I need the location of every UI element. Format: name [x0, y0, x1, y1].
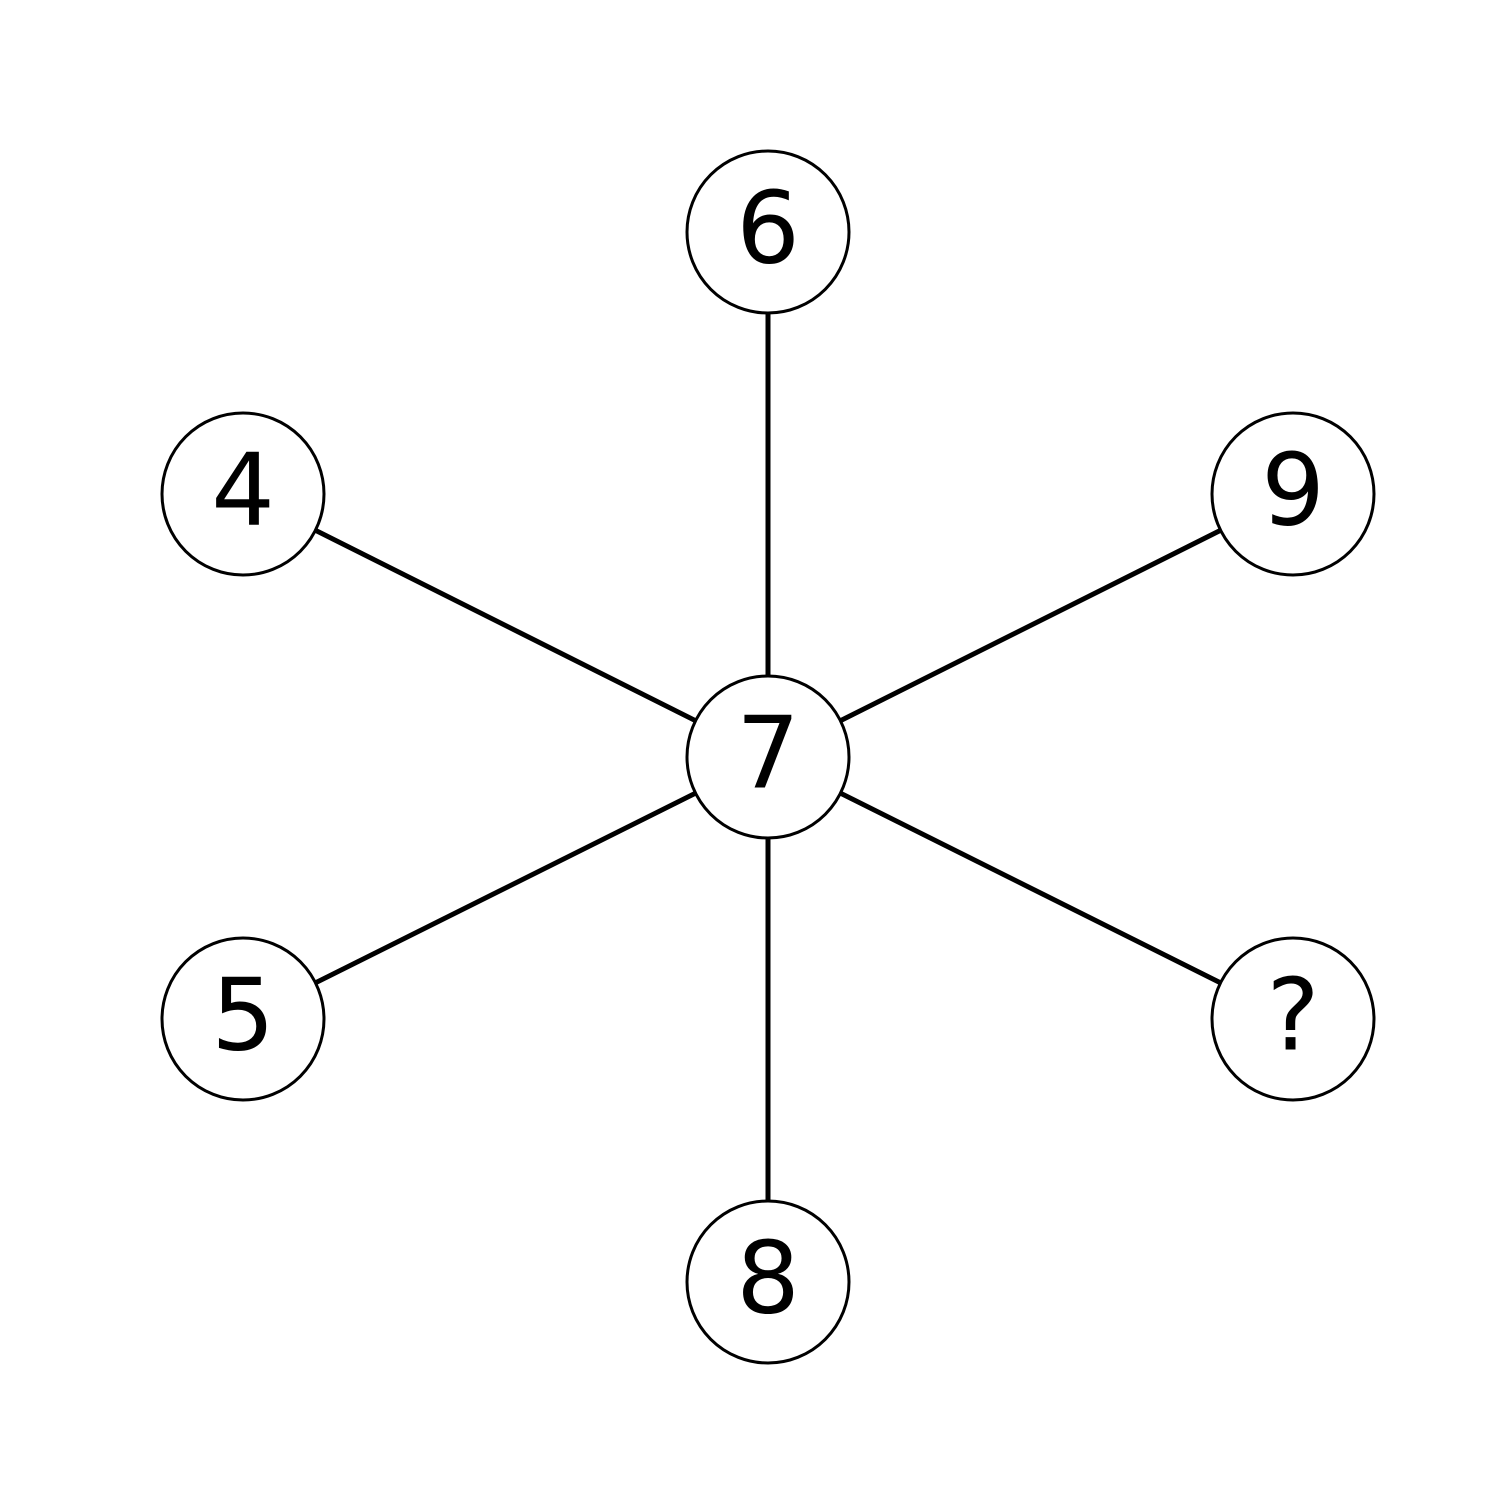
node-lower-right-label: ? [1266, 957, 1319, 1074]
node-center: 7 [685, 674, 851, 840]
node-bottom-circle [685, 1199, 851, 1365]
node-bottom: 8 [685, 1199, 851, 1365]
spokes [241, 232, 1295, 1282]
node-top-circle [685, 149, 851, 315]
spoke-upper-left [241, 491, 770, 760]
node-top-label: 6 [736, 170, 800, 287]
spoke-upper-right [766, 491, 1295, 760]
node-center-circle [685, 674, 851, 840]
spoke-lower-left [241, 754, 770, 1022]
spoke-lower-right [766, 754, 1295, 1022]
node-upper-right: 9 [1210, 411, 1376, 577]
node-upper-right-label: 9 [1261, 432, 1325, 549]
node-lower-left: 5 [160, 936, 326, 1102]
node-lower-right: ? [1210, 936, 1376, 1102]
node-lower-left-circle [160, 936, 326, 1102]
node-lower-right-circle [1210, 936, 1376, 1102]
node-upper-left-label: 4 [211, 432, 275, 549]
node-upper-left: 4 [160, 411, 326, 577]
node-upper-left-circle [160, 411, 326, 577]
node-upper-right-circle [1210, 411, 1376, 577]
node-center-label: 7 [736, 695, 800, 812]
node-lower-left-label: 5 [211, 957, 275, 1074]
node-top: 6 [685, 149, 851, 315]
node-bottom-label: 8 [736, 1220, 800, 1337]
